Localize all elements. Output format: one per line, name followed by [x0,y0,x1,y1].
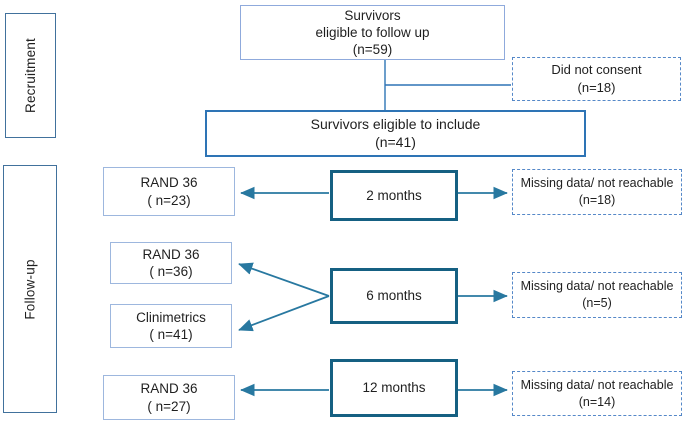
box-line: 6 months [366,288,422,304]
box-rand36-6months: RAND 36 ( n=36) [110,242,232,284]
box-rand36-2months: RAND 36 ( n=23) [103,167,235,216]
box-line: Clinimetrics [136,309,206,325]
box-line: Missing data/ not reachable [520,176,674,191]
box-line: Survivors [344,7,401,23]
box-line: (n=18) [577,80,616,95]
section-recruitment: Recruitment [5,13,56,138]
arrow-6m-to-rand36 [238,262,330,297]
recruitment-connectors [384,60,511,110]
box-line: ( n=27) [147,398,191,414]
box-line: ( n=41) [149,327,193,342]
arrow-6m-to-clinimetrics [238,295,330,332]
box-line: Missing data/ not reachable [520,377,674,392]
box-rand36-12months: RAND 36 ( n=27) [103,375,235,420]
box-line: eligible to follow up [315,24,430,40]
box-line: ( n=36) [149,264,193,279]
box-line: 2 months [366,187,422,203]
box-line: RAND 36 [142,246,200,262]
box-line: RAND 36 [140,381,198,397]
box-did-not-consent: Did not consent (n=18) [512,57,681,101]
box-missing-2months: Missing data/ not reachable (n=18) [512,169,682,215]
box-line: (n=14) [578,394,616,409]
box-survivors-eligible-include: Survivors eligible to include (n=41) [205,110,586,157]
box-2-months: 2 months [330,170,458,221]
box-line: 12 months [362,380,426,396]
box-line: (n=59) [352,42,393,58]
recruitment-label: Recruitment [23,38,39,113]
box-line: RAND 36 [140,175,198,191]
box-line: (n=5) [582,296,612,310]
box-6-months: 6 months [330,268,458,324]
box-missing-12months: Missing data/ not reachable (n=14) [512,371,682,416]
box-line: Missing data/ not reachable [520,279,674,294]
box-12-months: 12 months [330,359,458,417]
box-line: (n=18) [578,193,616,207]
box-line: ( n=23) [147,192,191,208]
box-line: Did not consent [551,62,642,78]
box-survivors-eligible-followup: Survivors eligible to follow up (n=59) [240,5,505,60]
box-line: Survivors eligible to include [310,115,481,132]
box-clinimetrics-6months: Clinimetrics ( n=41) [110,304,232,348]
box-line: (n=41) [375,133,416,150]
section-followup: Follow-up [3,165,57,413]
followup-label: Follow-up [22,258,38,320]
box-missing-6months: Missing data/ not reachable (n=5) [512,272,682,318]
